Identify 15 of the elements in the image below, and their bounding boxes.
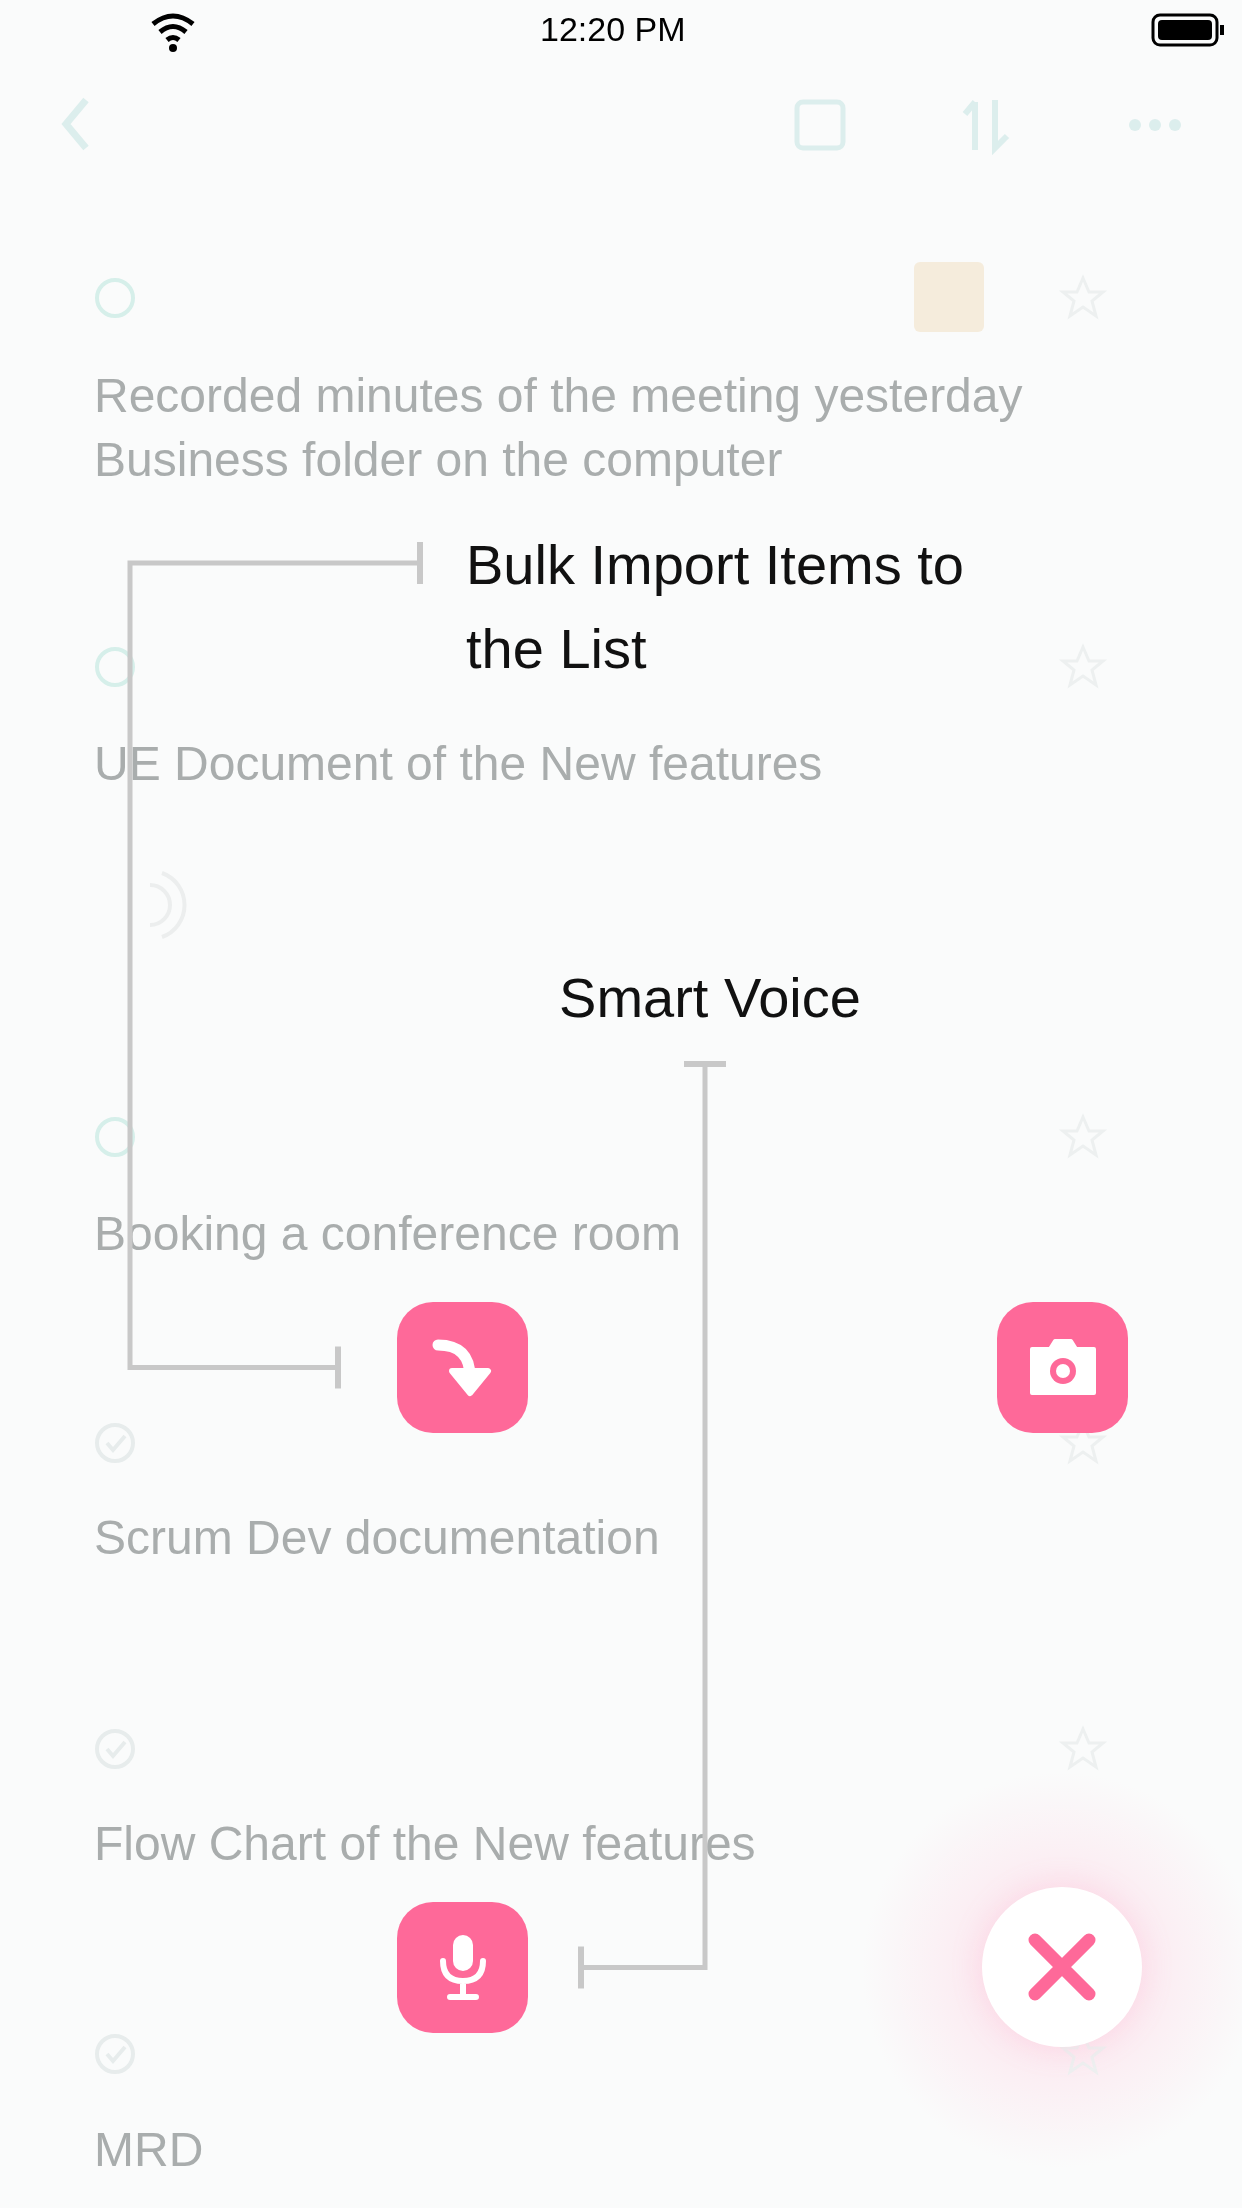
list-item-title: Booking a conference room bbox=[94, 1206, 681, 1261]
leader-line bbox=[127, 539, 423, 1392]
camera-button bbox=[997, 1302, 1128, 1433]
list-item-title: UE Document of the New features bbox=[94, 736, 823, 791]
microphone-button bbox=[397, 1902, 528, 2033]
tip-text: Smart Voice bbox=[530, 956, 890, 1040]
leader-line bbox=[578, 1061, 729, 1992]
list-item-title: Recorded minutes of the meeting yesterday bbox=[94, 368, 1023, 423]
import-button bbox=[397, 1302, 528, 1433]
list-item-title: Flow Chart of the New features bbox=[94, 1816, 756, 1871]
list-item-note: Business folder on the computer bbox=[94, 432, 783, 487]
list-item-title: Scrum Dev documentation bbox=[94, 1510, 660, 1565]
list-item-title: MRD bbox=[94, 2122, 204, 2177]
tip-text: Bulk Import Items to the List bbox=[466, 523, 986, 691]
status-time: 12:20 PM bbox=[540, 10, 686, 49]
